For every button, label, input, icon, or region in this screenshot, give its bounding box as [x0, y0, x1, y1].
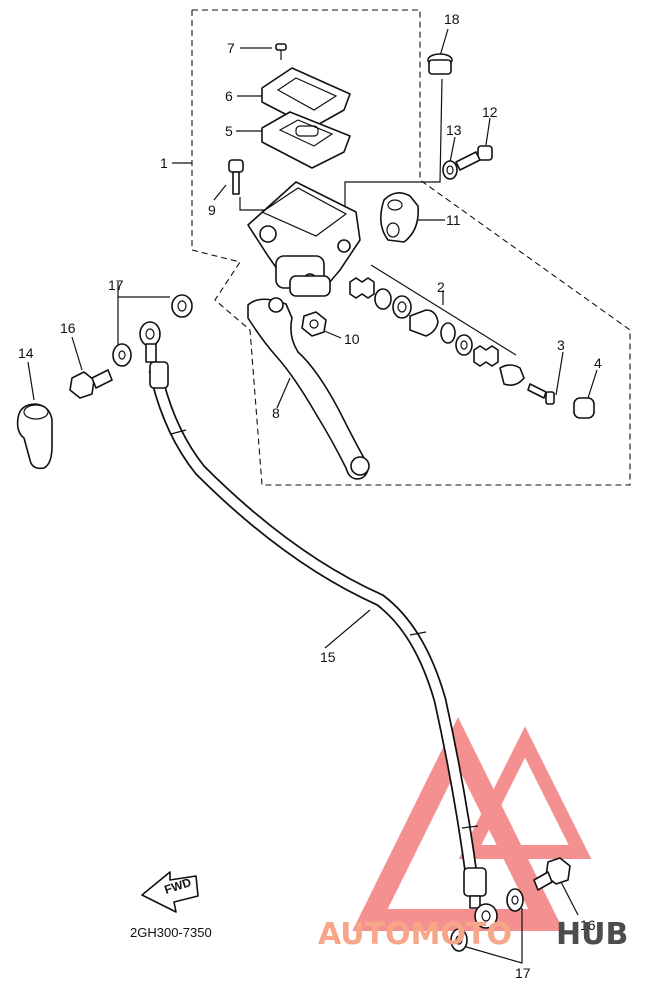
callout-13: 13 [446, 122, 462, 138]
callout-10: 10 [344, 331, 360, 347]
lever-part-8 [247, 297, 370, 480]
callout-labels: 1 2 3 4 5 6 7 8 9 10 11 12 13 14 15 16 1… [18, 11, 602, 981]
cap-part-4 [573, 397, 595, 419]
washer-part-13 [442, 160, 458, 180]
callout-12: 12 [482, 104, 498, 120]
watermark-text-part1: AUTOMOTO [318, 917, 512, 952]
callout-11: 11 [446, 212, 461, 228]
callout-3: 3 [557, 337, 565, 353]
union-bolt-part-16-lower [533, 857, 571, 891]
callout-6: 6 [225, 88, 233, 104]
callout-16-upper: 16 [60, 320, 76, 336]
piston-kit-part-2 [349, 277, 525, 386]
callout-14: 14 [18, 345, 34, 361]
diaphragm-part-5 [261, 111, 351, 169]
master-cylinder-body-part-1 [247, 181, 361, 297]
callout-9: 9 [208, 202, 216, 218]
diagram-code: 2GH300-7350 [130, 925, 212, 940]
nut-part-10 [301, 311, 327, 337]
leader-lines [27, 28, 598, 964]
callout-4: 4 [594, 355, 602, 371]
screw-part-3 [527, 383, 555, 405]
bolt-part-12 [455, 145, 493, 171]
washer-part-17-upper [171, 294, 193, 318]
callout-16-lower: 16 [580, 917, 596, 933]
callout-1: 1 [160, 155, 168, 171]
bolt-part-9 [228, 159, 244, 195]
assembly-boundary [191, 9, 631, 486]
callout-17-lower: 17 [515, 965, 531, 981]
plug-part-18 [427, 53, 453, 75]
callout-2: 2 [437, 279, 445, 295]
boot-part-14 [16, 403, 53, 470]
washer-part-17-lower-a [506, 888, 524, 912]
fwd-arrow: FWD [141, 871, 199, 913]
washer-part-17-lower-b [450, 928, 468, 952]
callout-15: 15 [320, 649, 336, 665]
callout-8: 8 [272, 405, 280, 421]
watermark-logo [352, 717, 592, 931]
callout-17-upper: 17 [108, 277, 124, 293]
callout-5: 5 [225, 123, 233, 139]
callout-18: 18 [444, 11, 460, 27]
watermark-text-part2: HUB [556, 917, 628, 952]
brake-hose-part-15 [139, 321, 498, 929]
union-bolt-part-16-upper [69, 369, 113, 399]
reservoir-cap-part-6 [261, 67, 351, 129]
washer-part-17-mid [112, 343, 132, 367]
screw-part-7 [275, 43, 287, 60]
clamp-part-11 [380, 192, 420, 243]
callout-7: 7 [227, 40, 235, 56]
watermark-text: AUTOMOTO HUB [318, 917, 628, 952]
